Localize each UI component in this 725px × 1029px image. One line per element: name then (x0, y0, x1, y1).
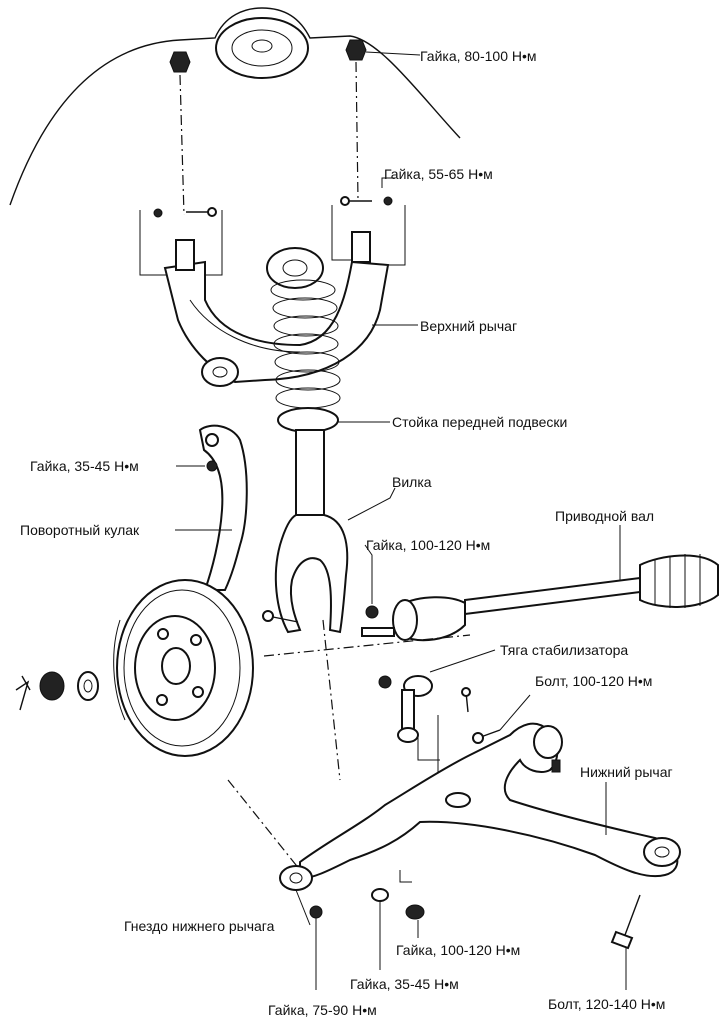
label-front-strut: Стойка передней подвески (392, 414, 568, 430)
label-fork: Вилка (392, 474, 432, 490)
label-steering-knuckle: Поворотный кулак (20, 522, 140, 538)
strut-top-mount (215, 17, 309, 79)
label-lower-arm: Нижний рычаг (580, 764, 673, 780)
label-nut-100-120-fork: Гайка, 100-120 Н•м (366, 537, 491, 553)
body-panel-outline (9, 7, 461, 206)
top-nut-left (169, 51, 191, 73)
strut-tube (295, 429, 325, 521)
label-lower-arm-socket: Гнездо нижнего рычага (124, 918, 275, 934)
label-bolt-120-140: Болт, 120-140 Н•м (548, 996, 666, 1012)
label-nut-100-120-bottom: Гайка, 100-120 Н•м (396, 942, 521, 958)
lower-arm-socket (279, 865, 313, 891)
drive-shaft (361, 554, 719, 642)
label-nut-80-100: Гайка, 80-100 Н•м (420, 48, 537, 64)
label-upper-arm: Верхний рычаг (420, 318, 518, 334)
nut-100-120-bottom (405, 904, 425, 920)
label-nut-55-65: Гайка, 55-65 Н•м (384, 166, 493, 182)
fork (274, 514, 349, 634)
coil-spring (266, 247, 341, 433)
bolt-120-140 (610, 894, 641, 950)
castle-nut (39, 671, 65, 701)
label-stabilizer-link: Тяга стабилизатора (500, 642, 629, 658)
label-nut-75-90: Гайка, 75-90 Н•м (268, 1002, 377, 1018)
nut-35-45-bottom (371, 888, 389, 902)
steering-knuckle (198, 424, 248, 591)
top-nut-right (345, 39, 367, 61)
label-drive-shaft: Приводной вал (555, 508, 655, 524)
label-nut-35-45-bottom: Гайка, 35-45 Н•м (350, 976, 459, 992)
cotter-pin (15, 675, 31, 711)
brake-disc (113, 579, 254, 757)
stabilizer-link (378, 675, 433, 743)
nut-75-90 (309, 905, 323, 919)
label-nut-35-45-top: Гайка, 35-45 Н•м (30, 458, 139, 474)
label-bolt-100-120: Болт, 100-120 Н•м (535, 673, 653, 689)
lower-arm (299, 722, 679, 880)
washer (77, 671, 99, 701)
